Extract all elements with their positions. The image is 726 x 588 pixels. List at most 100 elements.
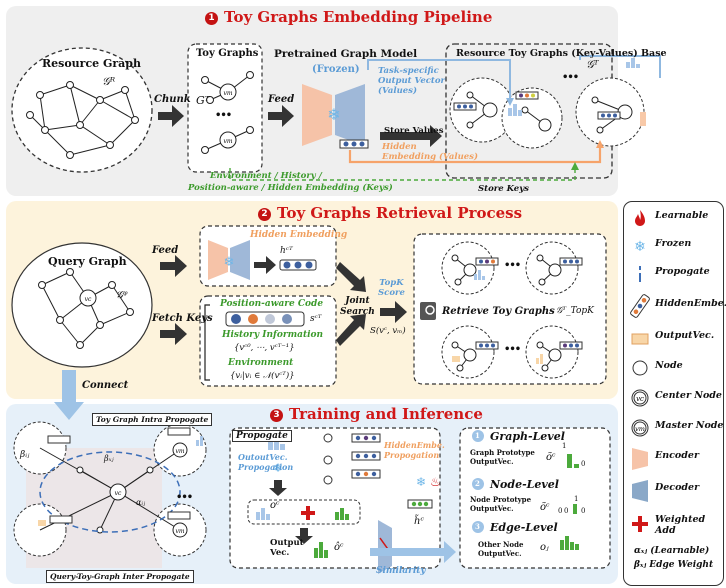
- svg-text:vc: vc: [636, 395, 644, 403]
- retrieve-symbol: 𝒢ᵀ_TopK: [556, 306, 594, 316]
- plus-icon: [632, 516, 648, 532]
- alpha-ij-label: αᵢⱼ: [136, 498, 146, 507]
- legend-node: Node: [624, 356, 723, 380]
- section3-title-text: Training and Inference: [289, 405, 483, 423]
- score-formula: S(vᶜ, vₘ): [370, 326, 406, 336]
- legend-output-vec: OutputVec.: [624, 326, 723, 350]
- inter-propogate-label: Query-Toy-Graph Inter Propogate: [46, 570, 194, 583]
- intra-propogate-label: Toy Graph Intra Propogate: [92, 413, 213, 426]
- propagate-icon: [639, 266, 641, 282]
- toy-graphs-ellipsis: •••: [215, 110, 232, 121]
- legend-learnable-label: Learnable: [655, 210, 709, 221]
- legend-encoder: Encoder: [624, 446, 723, 470]
- node-bar-label-0c: 0: [581, 507, 586, 515]
- section1-number: 1: [205, 12, 218, 25]
- node-icon: [632, 360, 648, 376]
- legend-weighted-add: Weighted Add: [624, 512, 723, 542]
- snowflake-icon: ❄: [634, 239, 646, 255]
- retrieve-ellipsis-top: •••: [504, 260, 521, 271]
- graph-level-label: Graph-Level: [490, 430, 565, 443]
- base-ellipsis: •••: [562, 72, 579, 83]
- oc-symbol: oᶜ: [270, 500, 280, 511]
- node-level-label: Node-Level: [490, 478, 559, 491]
- output-vec-label: Output Vec.: [270, 538, 304, 558]
- environment-formula: {vᵢ|vᵢ ∈ 𝒩(vᶜᵀ)}: [230, 371, 295, 381]
- pretrained-model-label: Pretrained Graph Model: [274, 48, 418, 60]
- svg-text:vm: vm: [175, 448, 184, 455]
- topk-label: TopK Score: [378, 278, 405, 298]
- toy-graphs-label: Toy Graphs: [196, 48, 259, 59]
- edge-level-symbol: oⱼ: [540, 542, 549, 553]
- legend-encoder-label: Encoder: [655, 450, 699, 461]
- node-level-desc: Node Prototype OutputVec.: [470, 495, 532, 513]
- resource-graph-label: Resource Graph: [42, 57, 141, 70]
- node-bar-label-0b: 0: [564, 507, 569, 515]
- svg-text:❄: ❄: [224, 255, 235, 270]
- legend-output-vec-label: OutputVec.: [655, 330, 715, 341]
- legend-hidden-embe-label: HiddenEmbe.: [655, 298, 726, 309]
- connect-label: Connect: [82, 380, 129, 391]
- position-hidden-label: Position-aware / Hidden Embedding (Keys): [188, 183, 393, 193]
- legend-master-node: vm Master Node: [624, 416, 723, 440]
- flame-icon: [635, 210, 645, 226]
- svg-text:vm: vm: [223, 90, 232, 97]
- svg-text:❄: ❄: [327, 105, 340, 124]
- legend-decoder-label: Decoder: [655, 482, 700, 493]
- feed-label-2: Feed: [152, 245, 179, 256]
- section1-title-text: Toy Graphs Embedding Pipeline: [224, 8, 493, 26]
- legend-frozen: ❄ Frozen: [624, 234, 723, 258]
- query-graph-symbol: 𝒢ᵠ: [116, 290, 128, 301]
- history-label: History Information: [222, 330, 324, 340]
- base-label: Resource Toy Graphs (Key-Values) Base: [456, 48, 667, 59]
- node-bar-label-1: 1: [574, 495, 579, 503]
- graph-level-symbol: õᶜ: [546, 452, 556, 463]
- svg-text:♨: ♨: [430, 475, 441, 489]
- section2-title: 2 Toy Graphs Retrieval Process: [258, 204, 522, 222]
- propogate-label: Propogate: [232, 430, 292, 442]
- svg-text:❄: ❄: [634, 239, 646, 255]
- store-values-label: Store Values: [384, 126, 444, 136]
- beta-ij-label: βᵢⱼ: [20, 450, 30, 460]
- legend-center-node: vc Center Node: [624, 386, 723, 410]
- retrieve-ellipsis-bottom: •••: [504, 344, 521, 355]
- legend-propogate: Propogate: [624, 262, 723, 286]
- legend-weighted-add-label: Weighted Add: [655, 514, 706, 536]
- legend-frozen-label: Frozen: [655, 238, 692, 249]
- node-level-symbol: õᶜ: [540, 502, 550, 513]
- master-node-icon: vm: [631, 419, 649, 437]
- hidden-embedding-values-label: Hidden Embedding (Values): [382, 142, 478, 162]
- output-vec-propogation-label: OutoutVec. Propogation: [238, 452, 294, 472]
- svg-text:vm: vm: [175, 528, 184, 535]
- hidden-embe-propogation-label: HiddenEmbe. Propogation: [384, 440, 445, 460]
- node-bar-label-0a: 0: [558, 507, 563, 515]
- toy-graph-symbol: Gᵀ: [196, 94, 210, 107]
- graph-level-desc: Graph Prototype OutputVec.: [470, 448, 535, 466]
- legend-propogate-label: Propogate: [655, 266, 710, 277]
- edge-level-label: Edge-Level: [490, 521, 558, 534]
- svg-text:❄: ❄: [416, 475, 426, 489]
- similarity-label: Similarity: [376, 566, 426, 576]
- graph-bar-label-0: 0: [581, 460, 586, 468]
- section2-number: 2: [258, 208, 271, 221]
- fetch-keys-label: Fetch Keys: [152, 313, 213, 324]
- position-symbol: sᶜᵀ: [310, 314, 322, 324]
- svg-text:vc: vc: [85, 296, 92, 303]
- node-level-number: 2: [475, 479, 480, 488]
- section3-number: 3: [270, 409, 283, 422]
- query-graph-label: Query Graph: [48, 255, 127, 268]
- section2-title-text: Toy Graphs Retrieval Process: [277, 204, 523, 222]
- svg-text:vc: vc: [115, 490, 122, 497]
- hidden-embedding-label: Hidden Embedding: [250, 230, 348, 240]
- center-node-icon: vc: [631, 389, 649, 407]
- resource-graph-symbol: 𝒢ᴿ: [102, 75, 116, 88]
- svg-text:❄: ❄: [273, 461, 283, 475]
- beta-xj-label: βₓⱼ: [104, 454, 114, 463]
- hidden-symbol: hᶜᵀ: [280, 246, 293, 256]
- svg-text:vm: vm: [223, 138, 232, 145]
- legend-hidden-embe: HiddenEmbe.: [624, 294, 726, 318]
- graph-bar-label-1: 1: [562, 442, 567, 450]
- retrieve-label: Retrieve Toy Graphs: [442, 306, 555, 317]
- propagate-ellipsis: •••: [176, 492, 193, 503]
